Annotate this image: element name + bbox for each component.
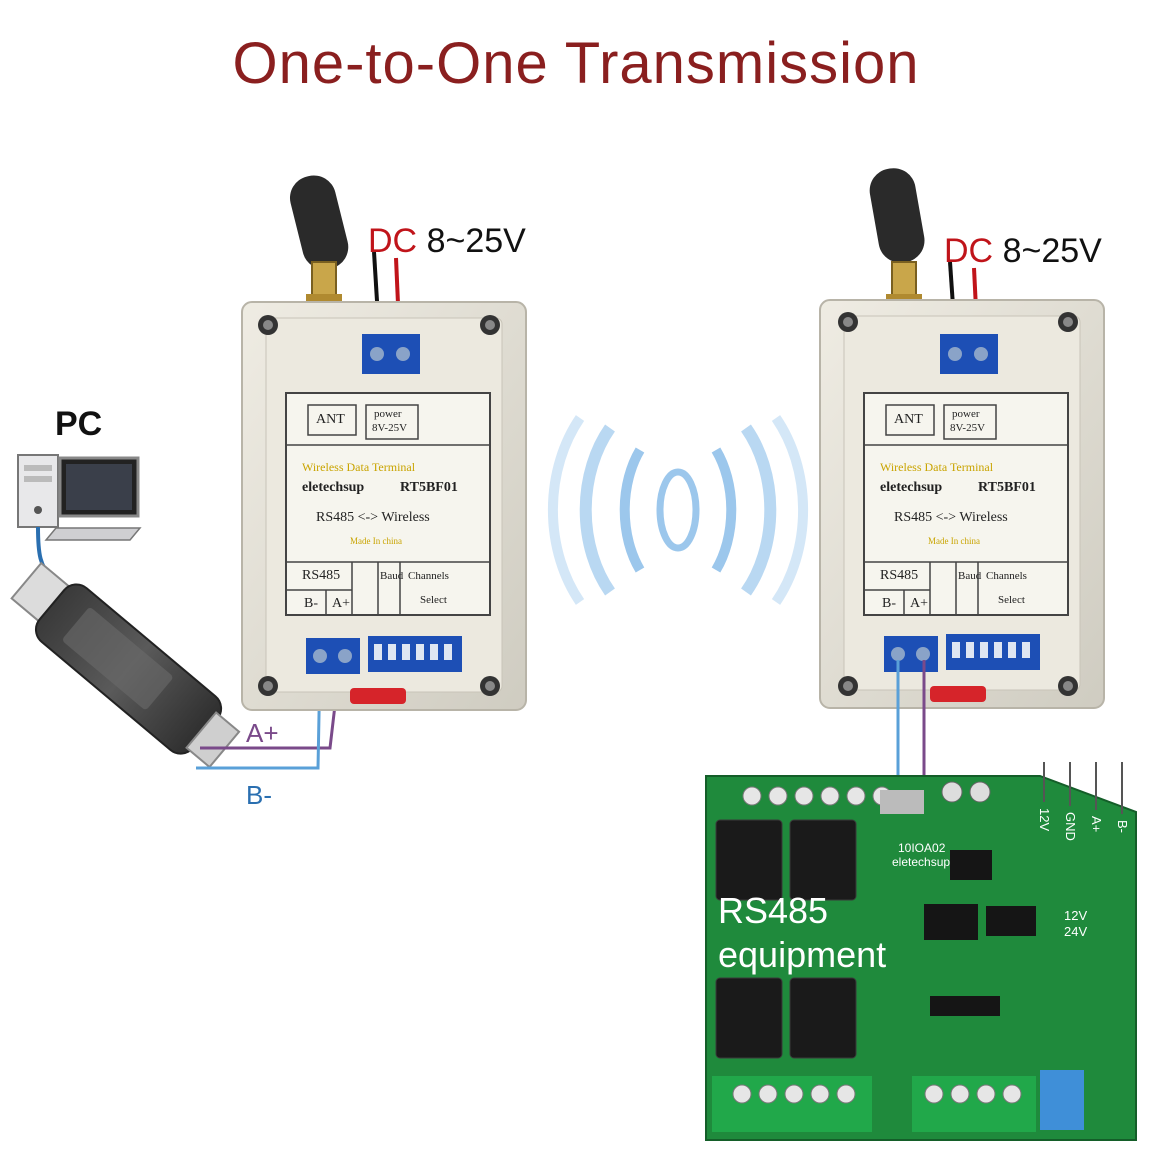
diagram-title: One-to-One Transmission — [232, 31, 920, 96]
module-name: Wireless Data Terminal — [302, 460, 416, 474]
equipment-label-rs485: RS485 — [718, 890, 829, 931]
module-a-plus-right: A+ — [910, 596, 929, 611]
equipment-label-equipment: equipment — [718, 934, 887, 975]
wire-label-a-plus: A+ — [246, 718, 279, 748]
equipment-pin-12v: 12V — [1037, 808, 1052, 831]
antenna-icon-right — [869, 168, 925, 263]
wireless-module-right — [819, 168, 1105, 709]
module-rs485-right: RS485 — [880, 568, 919, 583]
module-name-right: Wireless Data Terminal — [880, 460, 994, 474]
module-brand: eletechsup — [302, 480, 365, 495]
module-a-plus: A+ — [332, 596, 351, 611]
module-select-right: Select — [998, 594, 1025, 606]
pc-label: PC — [55, 405, 103, 443]
module-ant-label: ANT — [316, 412, 345, 427]
module-power-range-right: 8V-25V — [950, 422, 986, 434]
antenna-icon — [289, 175, 349, 270]
pc-icon — [17, 454, 142, 541]
board-model-label: 10IOA02 — [898, 841, 946, 855]
power-label-left: DC 8~25V — [368, 222, 526, 261]
module-select: Select — [420, 594, 447, 606]
usb-rs485-converter-icon — [10, 561, 241, 769]
equipment-voltage-24v: 24V — [1064, 924, 1087, 939]
power-label-prefix: DC — [368, 222, 418, 260]
module-power-range: 8V-25V — [372, 422, 408, 434]
power-label-value: 8~25V — [426, 222, 526, 260]
module-mode-right: RS485 <-> Wireless — [894, 510, 1008, 525]
equipment-pin-gnd: GND — [1063, 812, 1078, 841]
wireless-module-left — [241, 175, 527, 711]
module-baud: Baud — [380, 570, 404, 582]
module-b-minus-right: B- — [882, 596, 896, 611]
power-label-value-right: 8~25V — [1002, 232, 1102, 270]
module-origin-right: Made In china — [928, 536, 980, 546]
module-model: RT5BF01 — [400, 480, 458, 495]
module-b-minus: B- — [304, 596, 318, 611]
module-channels: Channels — [408, 570, 449, 582]
board-brand-label: eletechsup — [892, 855, 950, 869]
module-model-right: RT5BF01 — [978, 480, 1036, 495]
equipment-pin-b-minus: B- — [1115, 820, 1130, 833]
wireless-signal-icon — [547, 415, 809, 605]
module-power-label-right: power — [952, 408, 980, 420]
equipment-voltage-12v: 12V — [1064, 908, 1087, 923]
module-mode: RS485 <-> Wireless — [316, 510, 430, 525]
module-baud-right: Baud — [958, 570, 982, 582]
module-origin: Made In china — [350, 536, 402, 546]
module-rs485: RS485 — [302, 568, 341, 583]
module-brand-right: eletechsup — [880, 480, 943, 495]
equipment-pin-a-plus: A+ — [1089, 816, 1104, 832]
wire-label-b-minus: B- — [246, 780, 272, 810]
module-power-label: power — [374, 408, 402, 420]
rs485-equipment-board — [705, 762, 1137, 1141]
module-ant-label-right: ANT — [894, 412, 923, 427]
power-label-prefix-right: DC — [944, 232, 994, 270]
power-label-right: DC 8~25V — [944, 232, 1102, 271]
module-channels-right: Channels — [986, 570, 1027, 582]
